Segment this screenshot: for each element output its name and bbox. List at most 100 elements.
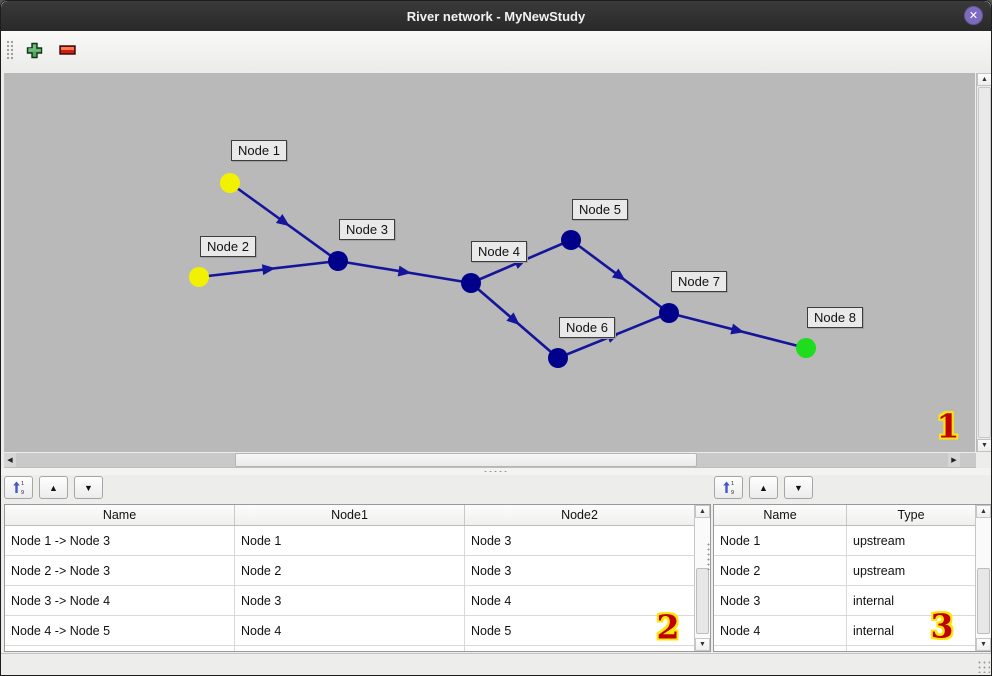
table-cell[interactable]: Node 1 bbox=[714, 526, 847, 555]
network-node-n4[interactable] bbox=[461, 273, 481, 293]
canvas-horizontal-scrollbar[interactable]: ◀ ▶ bbox=[4, 453, 976, 468]
table-row[interactable] bbox=[5, 646, 710, 651]
nodes-scroll-thumb[interactable] bbox=[977, 568, 990, 634]
table-cell[interactable]: internal bbox=[847, 586, 976, 615]
node-label-n4[interactable]: Node 4 bbox=[471, 241, 527, 262]
table-cell[interactable] bbox=[847, 646, 976, 651]
down-triangle-icon: ▼ bbox=[84, 482, 93, 493]
scroll-down-icon[interactable]: ▼ bbox=[976, 638, 991, 651]
column-header[interactable]: Name bbox=[714, 505, 847, 525]
scroll-up-icon[interactable]: ▲ bbox=[977, 73, 991, 86]
column-header[interactable]: Node1 bbox=[235, 505, 465, 525]
node-label-n3[interactable]: Node 3 bbox=[339, 219, 395, 240]
node-label-n7[interactable]: Node 7 bbox=[671, 271, 727, 292]
reaches-move-up-button[interactable]: ▲ bbox=[39, 476, 68, 499]
remove-reach-button[interactable] bbox=[55, 38, 79, 62]
table-cell[interactable]: Node 2 bbox=[235, 556, 465, 585]
svg-text:9: 9 bbox=[731, 490, 734, 495]
scroll-right-icon[interactable]: ▶ bbox=[948, 453, 960, 467]
node-label-n6[interactable]: Node 6 bbox=[559, 317, 615, 338]
network-node-n3[interactable] bbox=[328, 251, 348, 271]
network-node-n6[interactable] bbox=[548, 348, 568, 368]
down-triangle-icon: ▼ bbox=[794, 482, 803, 493]
table-cell[interactable] bbox=[235, 646, 465, 651]
nodes-move-up-button[interactable]: ▲ bbox=[749, 476, 778, 499]
table-cell[interactable]: Node 3 bbox=[235, 586, 465, 615]
table-cell[interactable]: Node 4 bbox=[235, 616, 465, 645]
title-bar[interactable]: River network - MyNewStudy ✕ bbox=[1, 1, 991, 31]
panel-splitter-grip-icon[interactable] bbox=[706, 542, 711, 570]
reaches-scroll-thumb[interactable] bbox=[696, 568, 709, 634]
table-cell[interactable]: Node 3 -> Node 4 bbox=[5, 586, 235, 615]
network-node-n7[interactable] bbox=[659, 303, 679, 323]
canvas-vscroll-thumb[interactable] bbox=[978, 87, 991, 438]
nodes-table-scrollbar[interactable]: ▲ ▼ bbox=[975, 505, 991, 651]
scroll-up-icon[interactable]: ▲ bbox=[976, 505, 991, 518]
network-node-n8[interactable] bbox=[796, 338, 816, 358]
table-cell[interactable]: internal bbox=[847, 616, 976, 645]
reaches-move-down-button[interactable]: ▼ bbox=[74, 476, 103, 499]
add-reach-button[interactable] bbox=[22, 38, 46, 62]
flow-direction-arrow-icon bbox=[275, 214, 290, 227]
scroll-down-icon[interactable]: ▼ bbox=[695, 638, 710, 651]
reaches-table-scrollbar[interactable]: ▲ ▼ bbox=[694, 505, 710, 651]
table-row[interactable] bbox=[714, 646, 991, 651]
column-header[interactable]: Type bbox=[847, 505, 976, 525]
table-cell[interactable]: Node 5 bbox=[465, 616, 695, 645]
scroll-up-icon[interactable]: ▲ bbox=[695, 505, 710, 518]
network-node-n1[interactable] bbox=[220, 173, 240, 193]
table-cell[interactable]: Node 1 -> Node 3 bbox=[5, 526, 235, 555]
nodes-move-down-button[interactable]: ▼ bbox=[784, 476, 813, 499]
table-cell[interactable]: Node 3 bbox=[714, 586, 847, 615]
resize-grip-icon[interactable] bbox=[977, 660, 990, 673]
table-cell[interactable]: Node 4 -> Node 5 bbox=[5, 616, 235, 645]
table-cell[interactable] bbox=[5, 646, 235, 651]
close-button[interactable]: ✕ bbox=[964, 6, 983, 25]
table-cell[interactable]: upstream bbox=[847, 556, 976, 585]
table-cell[interactable]: Node 4 bbox=[465, 586, 695, 615]
network-node-n2[interactable] bbox=[189, 267, 209, 287]
close-icon: ✕ bbox=[968, 10, 979, 22]
network-node-n5[interactable] bbox=[561, 230, 581, 250]
node-label-n1[interactable]: Node 1 bbox=[231, 140, 287, 161]
table-cell[interactable]: Node 3 bbox=[465, 556, 695, 585]
canvas-hscroll-thumb[interactable] bbox=[235, 453, 697, 467]
table-cell[interactable]: Node 4 bbox=[714, 616, 847, 645]
node-label-n5[interactable]: Node 5 bbox=[572, 199, 628, 220]
table-cell[interactable]: upstream bbox=[847, 526, 976, 555]
canvas-vertical-scrollbar[interactable]: ▲ ▼ bbox=[976, 73, 991, 452]
column-header[interactable]: Name bbox=[5, 505, 235, 525]
toolbar-drag-handle[interactable] bbox=[6, 40, 13, 60]
column-header[interactable]: Node2 bbox=[465, 505, 695, 525]
svg-text:1: 1 bbox=[21, 481, 24, 487]
network-canvas[interactable]: Node 1 Node 2 Node 3 Node 4 Node 5 Node 6 Node… bbox=[4, 73, 975, 452]
table-cell[interactable]: Node 1 bbox=[235, 526, 465, 555]
reaches-sort-button[interactable]: 1 9 bbox=[4, 476, 33, 499]
scroll-left-icon[interactable]: ◀ bbox=[4, 453, 16, 467]
nodes-sort-button[interactable]: 1 9 bbox=[714, 476, 743, 499]
table-cell[interactable]: Node 2 bbox=[714, 556, 847, 585]
flow-direction-arrow-icon bbox=[506, 312, 520, 326]
node-label-n2[interactable]: Node 2 bbox=[200, 236, 256, 257]
table-cell[interactable] bbox=[465, 646, 695, 651]
table-cell[interactable] bbox=[714, 646, 847, 651]
table-cell[interactable]: Node 3 bbox=[465, 526, 695, 555]
window-title: River network - MyNewStudy bbox=[406, 8, 586, 24]
horizontal-splitter[interactable] bbox=[1, 468, 991, 475]
table-cell[interactable]: Node 2 -> Node 3 bbox=[5, 556, 235, 585]
node-label-n8[interactable]: Node 8 bbox=[807, 307, 863, 328]
scroll-down-icon[interactable]: ▼ bbox=[977, 439, 991, 452]
